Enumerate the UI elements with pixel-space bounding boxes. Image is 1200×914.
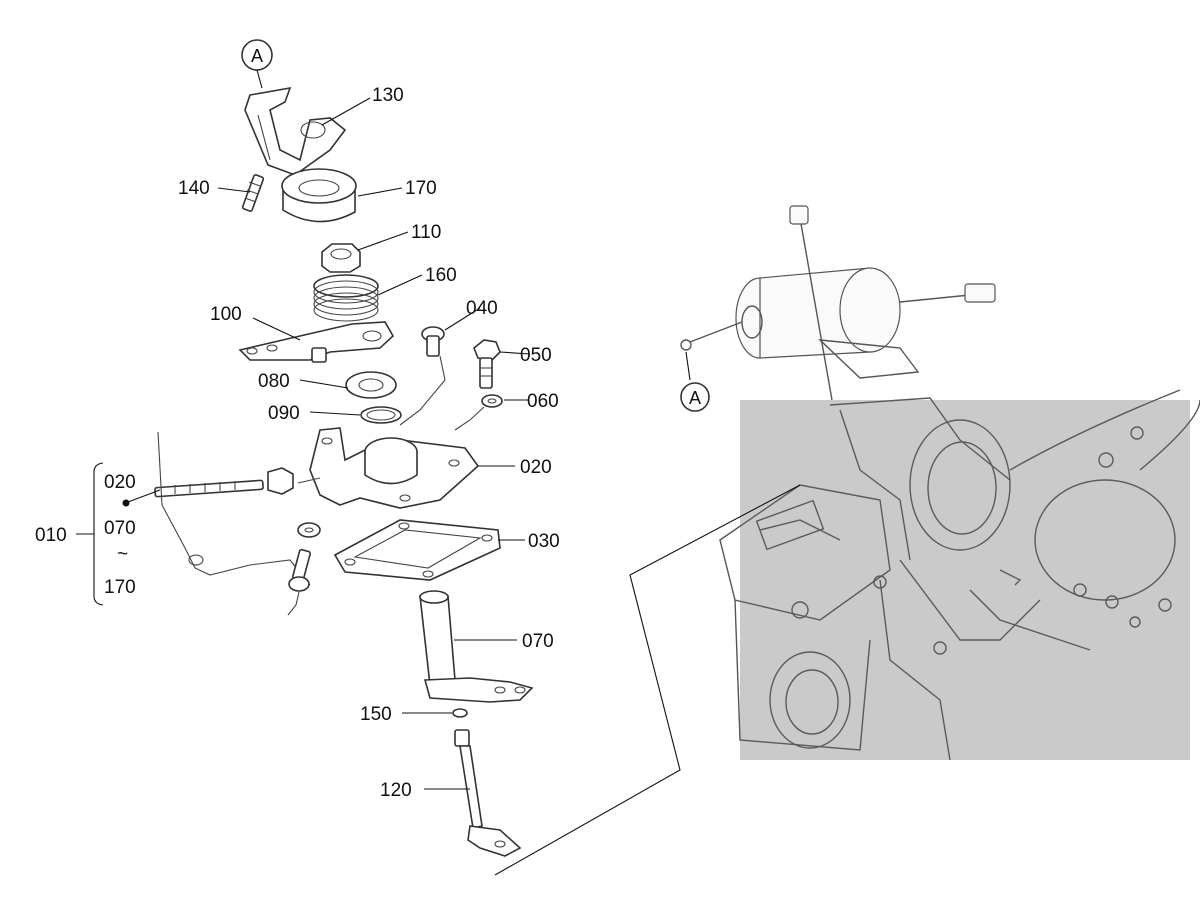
label-030: 030 [528, 531, 560, 552]
part-020-housing [309, 427, 480, 509]
part-100-lever [238, 321, 395, 363]
label-170: 170 [405, 178, 437, 199]
assembly-range-end: 170 [104, 577, 136, 598]
part-lower-bolt [287, 522, 321, 616]
label-130: 130 [372, 85, 404, 106]
part-070-shaft [419, 590, 534, 703]
engine-block-drawing: A [680, 205, 1200, 761]
part-090-oring [360, 406, 402, 424]
label-160: 160 [425, 265, 457, 286]
callout-circle-engine [680, 382, 710, 412]
part-140-bolt [241, 174, 265, 212]
part-170-cap [281, 168, 357, 223]
assembly-range-start: 020 [104, 472, 136, 493]
part-030-gasket [333, 519, 501, 581]
range-start-dot [122, 499, 130, 507]
label-080: 080 [258, 371, 290, 392]
exploded-governor-assembly: A [154, 39, 801, 876]
label-070: 070 [522, 631, 554, 652]
part-050-bolt [473, 339, 501, 389]
label-060: 060 [527, 391, 559, 412]
part-040-bolt [399, 326, 446, 426]
part-110-nut [321, 243, 361, 273]
label-020: 020 [520, 457, 552, 478]
connection-line [494, 484, 801, 876]
part-060-washer [454, 394, 503, 431]
label-090: 090 [268, 403, 300, 424]
assembly-range-tilde: ~ [117, 544, 128, 565]
label-100: 100 [210, 304, 242, 325]
actuator-unit [680, 205, 996, 401]
label-050: 050 [520, 345, 552, 366]
part-160-spring [313, 274, 379, 322]
label-150: 150 [360, 704, 392, 725]
part-080-washer [345, 371, 397, 399]
label-140: 140 [178, 178, 210, 199]
part-number-labels: 130 140 170 110 160 100 040 050 080 060 … [178, 85, 560, 801]
assembly-label-010: 010 [35, 525, 67, 546]
callout-a-engine: A [689, 388, 701, 408]
label-110: 110 [411, 222, 441, 243]
part-130-bracket [244, 86, 347, 176]
part-adjust-bolt [154, 467, 321, 498]
part-150-ring [452, 708, 468, 718]
leader-lines [127, 97, 531, 790]
label-040: 040 [466, 298, 498, 319]
assembly-group-010: 010 020 070 ~ 170 [35, 462, 136, 606]
assembly-range-mid: 070 [104, 518, 136, 539]
tie-wire [157, 431, 311, 586]
label-120: 120 [380, 780, 412, 801]
callout-a-top: A [251, 46, 263, 66]
part-120-rod [454, 729, 522, 857]
